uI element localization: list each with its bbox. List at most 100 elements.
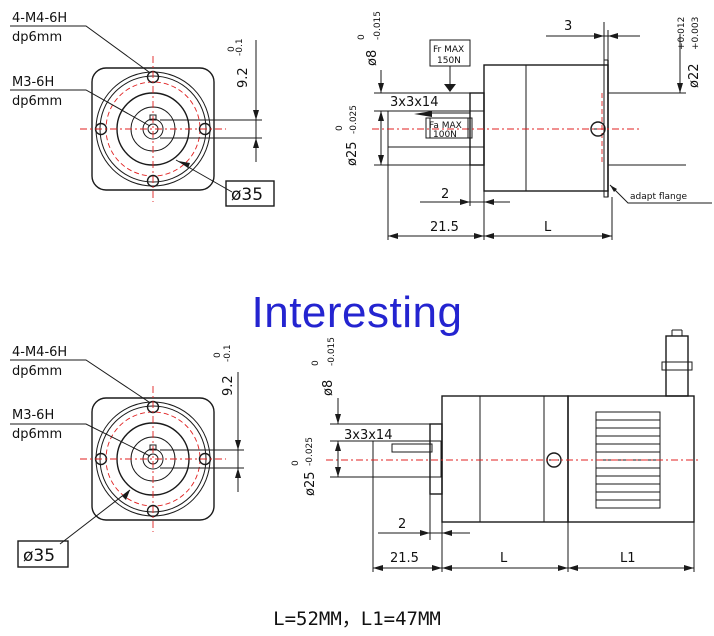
bottom-front-callout-shaft-2: dp6mm [12, 427, 62, 442]
top-front-dim-circle: ø35 [231, 185, 263, 205]
top-side-fa-label: Fa MAX [429, 121, 462, 131]
top-front-leader-mount [10, 25, 150, 73]
bottom-side-arrow-L1-a [568, 565, 578, 571]
bottom-front-dim-circle: ø35 [23, 546, 55, 566]
bottom-side-connector-collar [661, 361, 693, 371]
top-side-dim-pilot-tol-up: 0 [335, 125, 345, 131]
top-side-dim-shaft: ø8 [365, 50, 380, 66]
top-side-dim-21-5: 21.5 [430, 220, 459, 235]
bottom-side-dim-pilot: ø25 [303, 472, 318, 497]
top-side-dim-L: L [544, 220, 552, 235]
bottom-front-leader-shaft [10, 423, 151, 457]
top-side-fr-value: 150N [437, 56, 461, 66]
top-side-arrow-adapt [610, 185, 617, 192]
bottom-front-view: 4-M4-6H dp6mm M3-6H dp6mm 9.2 0 -0.1 ø35 [10, 344, 244, 568]
top-side-dim-flange: ø22 [687, 64, 702, 89]
bottom-side-arrow-pilot-b [335, 467, 341, 477]
top-side-screw [590, 121, 606, 137]
bottom-side-hub [429, 423, 443, 495]
bottom-side-arrow-shaft [335, 414, 341, 424]
top-side-view: ø8 0 -0.015 ø25 0 -0.025 3x3x14 Fr MAX 1… [335, 11, 712, 240]
bottom-front-callout-shaft-1: M3-6H [12, 408, 54, 423]
bottom-side-motor-body [567, 395, 695, 523]
top-side-adapt-flange: adapt flange [630, 192, 687, 202]
bottom-side-dim-L1: L1 [620, 551, 636, 566]
bottom-side-dim-2: 2 [398, 517, 406, 532]
bottom-side-arrow-L-b [558, 565, 568, 571]
bottom-side-pilot-outline [372, 440, 442, 478]
top-side-arrow-2-b [484, 199, 494, 205]
top-front-callout-shaft-1: M3-6H [12, 75, 54, 90]
bottom-side-gearbox-body [441, 395, 569, 523]
top-front-arrow-dia [178, 161, 190, 168]
bottom-front-callout-mount-2: dp6mm [12, 364, 62, 379]
top-front-callout-shaft-2: dp6mm [12, 94, 62, 109]
top-front-callout-mount-1: 4-M4-6H [12, 11, 67, 26]
top-side-arrow-pilot-a [378, 111, 384, 121]
top-side-arrow-22 [677, 83, 683, 93]
top-front-dim-9-2-tol-up: 0 [227, 46, 237, 52]
watermark-text: Interesting [251, 288, 463, 337]
top-side-arrow-pilot-b [378, 155, 384, 165]
top-side-dim-3: 3 [564, 19, 572, 34]
bottom-front-arrow-dia [122, 490, 130, 500]
bottom-side-key-block [391, 443, 433, 453]
top-side-adapt-flange [603, 59, 609, 198]
top-front-dia-box [225, 180, 275, 207]
top-side-arrow-3-b [608, 33, 618, 39]
bottom-front-arrow-9-2-b [235, 468, 241, 478]
top-side-fr-arrow [444, 84, 456, 92]
top-side-arrow-2-a [460, 199, 470, 205]
top-front-leader-shaft [10, 89, 151, 127]
bottom-side-dim-shaft-tol-dn: -0.015 [327, 337, 337, 366]
bottom-front-dia-box [17, 540, 69, 568]
bottom-front-dim-9-2-tol-dn: -0.1 [223, 344, 233, 362]
bottom-front-arrow-9-2-a [235, 440, 241, 450]
top-side-arrow-21-5-a [388, 233, 398, 239]
top-side-dim-flange-tol-dn: +0.003 [691, 17, 701, 50]
bottom-side-arrow-L1-b [684, 565, 694, 571]
top-side-dim-pilot: ø25 [345, 142, 360, 167]
top-side-arrow-L-b [602, 233, 612, 239]
bottom-side-dim-pilot-tol-up: 0 [291, 460, 301, 466]
top-side-fa-value: 100N [433, 130, 457, 140]
bottom-side-dim-shaft-tol-up: 0 [311, 360, 321, 366]
bottom-front-hub-circle [130, 436, 176, 482]
top-front-dim-9-2: 9.2 [236, 67, 251, 88]
bottom-side-arrow-L-a [442, 565, 452, 571]
bottom-side-arrow-21-5-a [373, 565, 383, 571]
bottom-side-connector [665, 335, 689, 397]
bottom-side-arrow-pilot-a [335, 441, 341, 451]
bottom-front-callout-mount-1: 4-M4-6H [12, 345, 67, 360]
bottom-front-dim-9-2-tol-up: 0 [213, 352, 223, 358]
bottom-side-arrow-2-a [420, 530, 430, 536]
top-side-key-label: 3x3x14 [390, 95, 438, 110]
top-front-dim-9-2-tol-dn: -0.1 [235, 38, 245, 56]
top-side-fa-arrow [414, 111, 432, 117]
bottom-side-dim-shaft: ø8 [321, 380, 336, 396]
top-side-dim-flange-tol-up: +0.012 [677, 17, 687, 50]
top-side-body [483, 64, 609, 192]
top-front-view: 4-M4-6H dp6mm M3-6H dp6mm 9.2 0 -0.1 ø35 [10, 11, 275, 207]
top-side-dim-pilot-tol-dn: -0.025 [349, 105, 359, 134]
top-side-dim-shaft-tol-up: 0 [357, 34, 367, 40]
top-side-arrow-L-a [484, 233, 494, 239]
top-front-arrow-9-2-a [253, 110, 259, 120]
bottom-side-arrow-2-b [442, 530, 452, 536]
bottom-side-dim-21-5: 21.5 [390, 551, 419, 566]
bottom-side-key-label: 3x3x14 [344, 428, 392, 443]
bottom-front-leader-dia [59, 489, 131, 545]
top-front-callout-mount-2: dp6mm [12, 30, 62, 45]
bottom-side-arrow-21-5-b [432, 565, 442, 571]
top-side-leader-adapt [609, 184, 712, 204]
bottom-side-dim-L: L [500, 551, 508, 566]
top-side-arrow-21-5-b [474, 233, 484, 239]
top-front-hub-circle [130, 106, 176, 152]
top-front-arrow-9-2-b [253, 138, 259, 148]
top-side-dim-shaft-tol-dn: -0.015 [373, 11, 383, 40]
top-side-dim-2: 2 [441, 187, 449, 202]
bottom-front-dim-9-2: 9.2 [221, 375, 236, 396]
top-side-fa-box [425, 117, 469, 139]
bottom-side-view: ø8 0 -0.015 ø25 0 -0.025 3x3x14 2 21.5 L [291, 329, 700, 572]
